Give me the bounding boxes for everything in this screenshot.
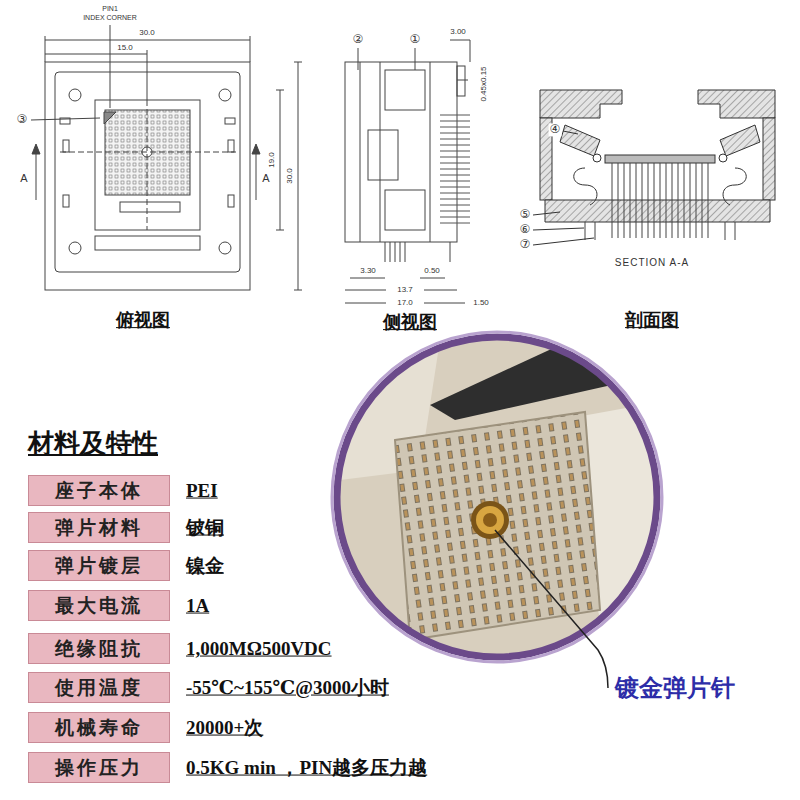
- spec-label-cell: 弹片材料: [28, 512, 170, 543]
- spec-value: 镍金: [185, 556, 225, 577]
- callout-number: ④: [549, 123, 562, 136]
- cell-text: 机械寿命: [55, 715, 143, 741]
- magnified-photo: [330, 330, 670, 688]
- dimension: 0.45x0.15: [480, 65, 489, 102]
- spec-label-cell: 最大电流: [28, 590, 170, 621]
- side-view: [345, 40, 470, 303]
- cell-text: 座子本体: [55, 478, 143, 504]
- callout-number: ⑥: [519, 223, 532, 236]
- dimension: 19.0: [268, 151, 277, 169]
- spec-value: 1,000MΩ500VDC: [185, 639, 333, 660]
- view-caption: 俯视图: [115, 310, 171, 330]
- dimension: 15.0: [116, 44, 134, 53]
- section-mark: A: [19, 172, 28, 184]
- callout-number: ⑦: [519, 238, 532, 251]
- view-caption: 剖面图: [624, 310, 680, 330]
- dimension: 30.0: [138, 29, 156, 38]
- callout-number: ①: [409, 33, 422, 46]
- spec-value: 铍铜: [185, 518, 225, 539]
- spec-label-cell: 座子本体: [28, 475, 170, 506]
- top-view: [31, 25, 302, 290]
- spec-label-cell: 使用温度: [28, 672, 170, 703]
- dimension: 3.30: [359, 267, 377, 276]
- index-corner-note: INDEX CORNER: [82, 14, 138, 22]
- spec-label-cell: 操作压力: [28, 752, 170, 783]
- spec-label-cell: 绝缘阻抗: [28, 633, 170, 664]
- spec-value: PEI: [185, 481, 219, 502]
- cell-text: 弹片镀层: [55, 553, 143, 579]
- dimension: 13.7: [396, 286, 414, 295]
- spec-label-cell: 弹片镀层: [28, 550, 170, 581]
- callout-label: 镀金弹片针: [614, 675, 736, 701]
- dimension: 30.0: [286, 167, 295, 185]
- view-caption: 侧视图: [382, 312, 438, 332]
- spec-value: 1A: [185, 596, 210, 617]
- spec-value: 0.5KG min ，PIN越多压力越: [185, 758, 428, 779]
- dimension: 0.50: [423, 267, 441, 276]
- dimension: 17.0: [396, 299, 414, 308]
- callout-number: ⑤: [519, 208, 532, 221]
- section-title: SECTION A-A: [614, 257, 690, 268]
- pin1-note: PIN1: [101, 5, 119, 13]
- spec-label-cell: 机械寿命: [28, 712, 170, 743]
- cell-text: 绝缘阻抗: [55, 636, 143, 662]
- callout-number: ②: [352, 33, 365, 46]
- dimension: 3.00: [449, 28, 467, 37]
- spec-value: -55℃~155℃@3000小时: [185, 678, 390, 699]
- cell-text: 最大电流: [55, 593, 143, 619]
- section-mark: A: [261, 172, 270, 184]
- spec-value: 20000+次: [185, 718, 264, 739]
- cell-text: 操作压力: [55, 755, 143, 781]
- dimension: 1.50: [472, 299, 490, 308]
- cell-text: 弹片材料: [55, 515, 143, 541]
- table-title: 材料及特性: [28, 428, 158, 459]
- cell-text: 使用温度: [55, 675, 143, 701]
- section-view: [533, 90, 775, 245]
- callout-number: ③: [16, 113, 29, 126]
